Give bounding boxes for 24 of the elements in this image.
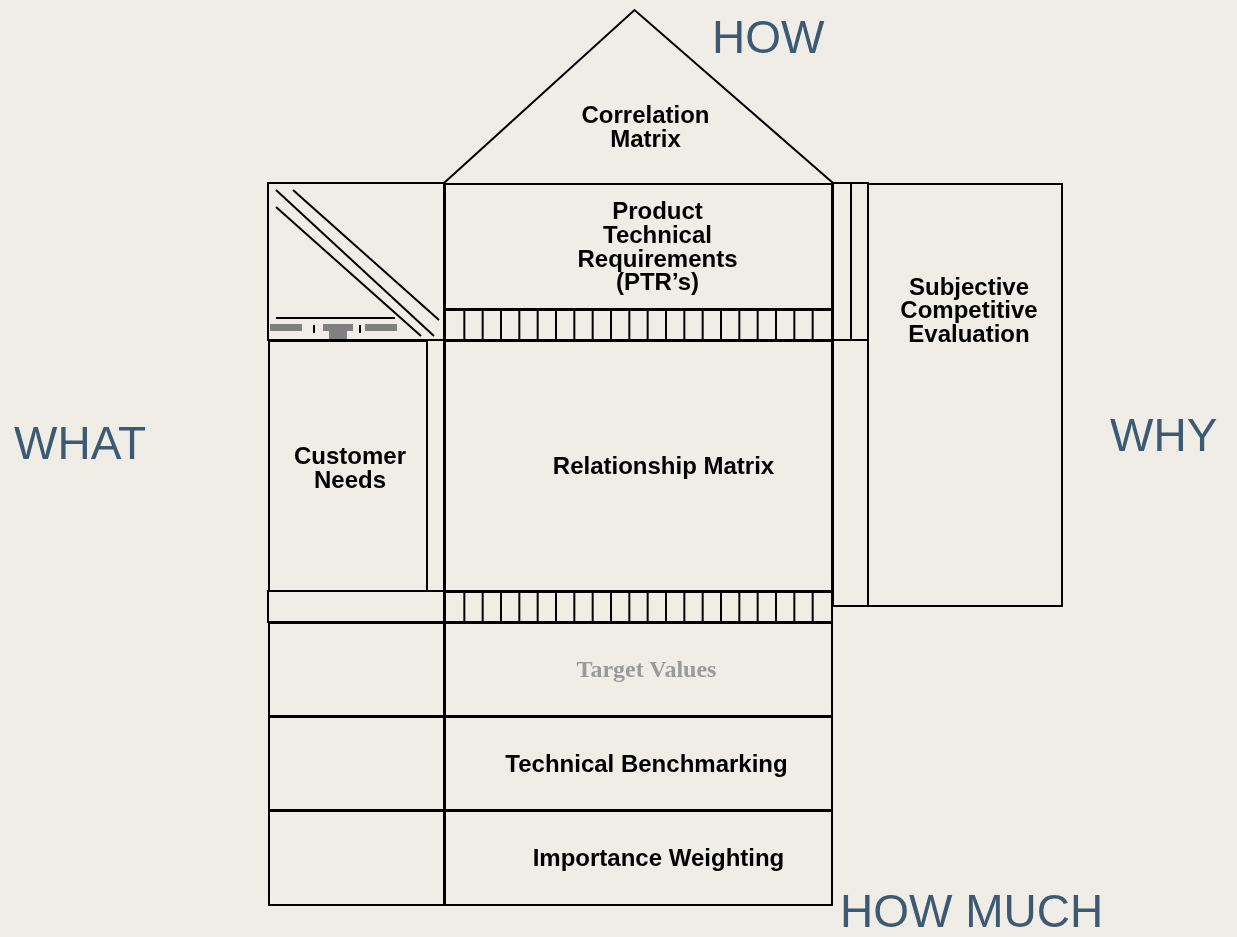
matrix-section: [444, 622, 833, 717]
direction-heading: WHY: [1110, 412, 1218, 458]
matrix-section: [268, 340, 428, 592]
direction-heading: WHAT: [14, 420, 146, 466]
section-label: Subjective Competitive Evaluation: [899, 274, 1039, 346]
striped-bar: [444, 309, 833, 341]
matrix-section: [867, 183, 1063, 607]
section-label: Target Values: [576, 657, 717, 682]
section-label: Customer Needs: [293, 444, 407, 492]
matrix-section: [444, 810, 833, 906]
section-label: Correlation Matrix: [580, 103, 711, 150]
striped-bar: [444, 591, 833, 623]
direction-heading: HOW MUCH: [840, 888, 1104, 934]
section-label: Technical Benchmarking: [505, 751, 788, 776]
section-label: Relationship Matrix: [552, 454, 775, 478]
section-label: Importance Weighting: [532, 846, 785, 870]
empty-cell: [268, 810, 445, 906]
direction-heading: HOW: [712, 14, 825, 60]
matrix-section: [444, 716, 833, 811]
empty-cell: [268, 622, 445, 717]
matrix-section: [444, 183, 833, 310]
empty-cell: [268, 716, 445, 811]
section-label: Product Technical Requirements (PTR’s): [576, 199, 739, 294]
matrix-section: [444, 340, 833, 592]
